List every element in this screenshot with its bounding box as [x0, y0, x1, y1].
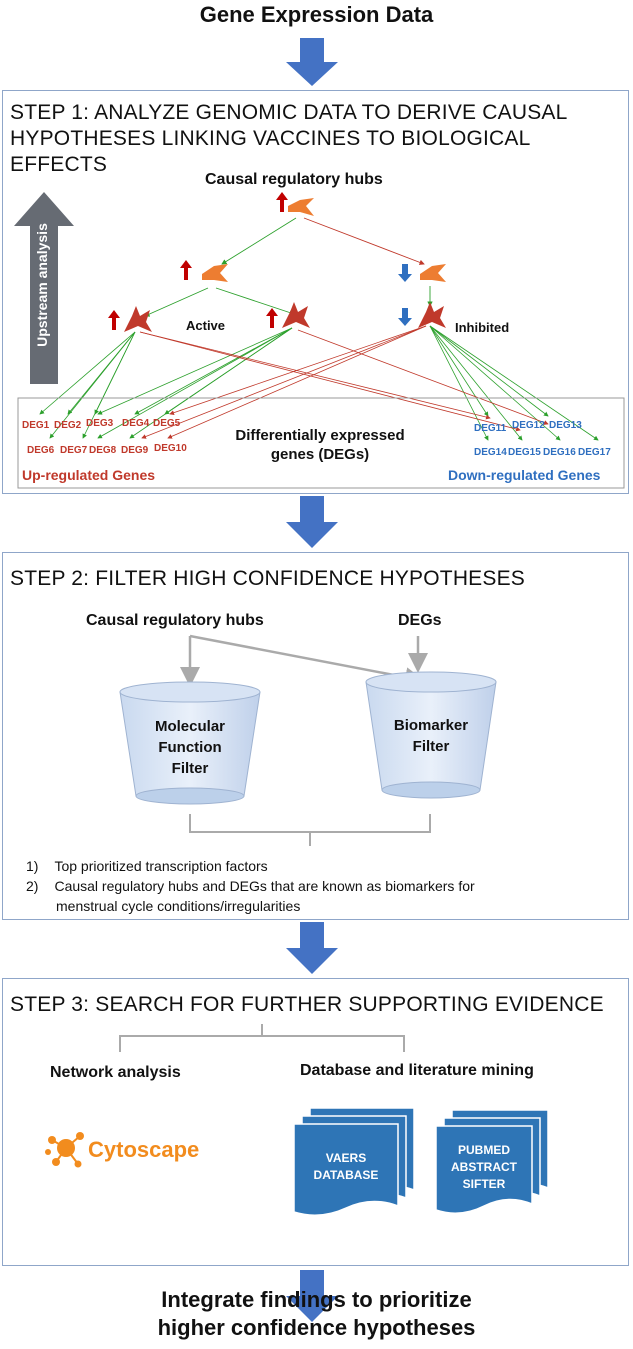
deg-label: DEG3 [86, 418, 114, 429]
deg-label: DEG2 [54, 420, 82, 431]
deg-label: DEG14 [474, 447, 507, 458]
cytoscape-logo-text: Cytoscape [88, 1137, 200, 1162]
deg-label: DEG8 [89, 445, 117, 456]
step1-network [17, 192, 625, 489]
hub-left-mid [202, 264, 228, 282]
step2-hubs-label: Causal regulatory hubs [86, 612, 264, 629]
down-arrow-1 [286, 38, 338, 86]
step2-list-item-2-cont: menstrual cycle conditions/irregularitie… [56, 898, 301, 914]
molecular-function-filter-shape [119, 681, 261, 805]
step2-list-item-2: 2) Causal regulatory hubs and DEGs that a… [26, 876, 475, 896]
bottom-title-line2: higher confidence hypotheses [157, 1315, 476, 1340]
doc1-line2: DATABASE [313, 1168, 379, 1182]
network-analysis-label: Network analysis [50, 1064, 181, 1081]
item-text: Causal regulatory hubs and DEGs that are… [54, 878, 475, 894]
bottom-title: Integrate findings to prioritize higher … [0, 1286, 633, 1342]
deg-label: DEG15 [508, 447, 541, 458]
deg-label: DEG9 [121, 445, 149, 456]
degs-box [17, 397, 625, 489]
deg-label: DEG7 [60, 445, 88, 456]
deg-label: DEG17 [578, 447, 611, 458]
gene-edges-red [139, 325, 549, 439]
gene-edges-green [39, 325, 599, 441]
doc1-line1: VAERS [325, 1151, 367, 1165]
down-arrows-blue [398, 264, 412, 326]
doc2-line3: SIFTER [462, 1177, 506, 1191]
degs-title-line1: Differentially expressed [235, 427, 405, 444]
vaers-database-label: VAERS DATABASE [296, 1150, 396, 1184]
down-regulated-label: Down-regulated Genes [448, 467, 601, 483]
down-arrow-2 [286, 496, 338, 548]
step2-box [2, 552, 629, 920]
step2-bracket [189, 814, 431, 846]
upstream-arrow [14, 192, 74, 384]
deg-label: DEG1 [22, 420, 50, 431]
inhibited-label: Inhibited [455, 320, 510, 335]
doc2-line1: PUBMED [457, 1143, 510, 1157]
step2-heading: STEP 2: FILTER HIGH CONFIDENCE HYPOTHESE… [10, 567, 526, 590]
hub-active-right [282, 302, 310, 328]
filter2-line1: Biomarker [393, 717, 469, 734]
step2-list: 1)Top prioritized transcription factors … [26, 856, 475, 916]
deg-label: DEG6 [27, 445, 55, 456]
step3-bracket [119, 1024, 405, 1052]
deg-label: DEG4 [122, 418, 150, 429]
deg-label: DEG13 [549, 420, 582, 431]
step1-heading-line1: STEP 1: ANALYZE GENOMIC DATA TO DERIVE C… [10, 101, 568, 124]
step1-heading-line2: HYPOTHESES LINKING VACCINES TO BIOLOGICA… [10, 127, 530, 176]
step1-heading: STEP 1: ANALYZE GENOMIC DATA TO DERIVE C… [10, 100, 625, 178]
down-arrow-3 [286, 922, 338, 974]
item-number: 2) [26, 878, 39, 894]
degs-title-line2: genes (DEGs) [270, 446, 370, 463]
step2-degs-label: DEGs [398, 612, 442, 629]
step1-hubs-label: Causal regulatory hubs [205, 171, 383, 188]
pubmed-sifter-label: PUBMED ABSTRACT SIFTER [436, 1142, 532, 1193]
filter2-line2: Filter [412, 738, 450, 755]
deg-label: DEG16 [543, 447, 576, 458]
hub-right-mid [420, 264, 446, 282]
filter1-line2: Function [158, 739, 222, 756]
hub-top [288, 198, 314, 216]
pubmed-document-stack-icon [435, 1109, 549, 1214]
doc2-line2: ABSTRACT [451, 1160, 517, 1174]
deg-label: DEG12 [512, 420, 545, 431]
vaers-document-stack-icon [293, 1107, 415, 1216]
step2-graphics [119, 634, 497, 846]
item-number: 1) [26, 858, 39, 874]
hub-inhibited [418, 302, 446, 328]
up-arrows [108, 192, 288, 330]
molecular-function-filter: Molecular Function Filter [130, 716, 250, 779]
up-regulated-label: Up-regulated Genes [22, 467, 156, 483]
step1-box [2, 90, 629, 494]
deg-label: DEG5 [153, 418, 181, 429]
database-mining-label: Database and literature mining [300, 1062, 534, 1079]
top-title: Gene Expression Data [199, 2, 434, 27]
filter1-line3: Filter [171, 760, 209, 777]
biomarker-filter: Biomarker Filter [371, 715, 491, 757]
step2-list-item-1: 1) Top prioritized transcription factors [26, 856, 475, 876]
active-label: Active [186, 318, 226, 333]
step3-graphics [45, 1024, 549, 1216]
bottom-title-line1: Integrate findings to prioritize [161, 1287, 472, 1312]
degs-title: Differentially expressed genes (DEGs) [200, 426, 440, 464]
down-arrow-4 [286, 1270, 338, 1322]
step2-connectors [180, 634, 428, 688]
cytoscape-logo-icon [45, 1132, 84, 1168]
item-text: Top prioritized transcription factors [54, 858, 268, 874]
hub-active-left [124, 306, 152, 332]
biomarker-filter-shape [365, 671, 497, 799]
step3-heading: STEP 3: SEARCH FOR FURTHER SUPPORTING EV… [10, 993, 604, 1016]
deg-label: DEG11 [474, 423, 507, 434]
deg-label: DEG10 [154, 443, 187, 454]
filter1-line1: Molecular [154, 718, 226, 735]
